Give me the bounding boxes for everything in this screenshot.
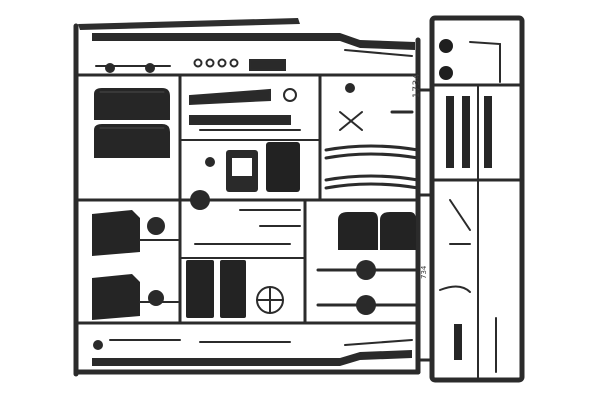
top-small-parts — [95, 58, 286, 73]
seat-cushions — [338, 212, 416, 250]
fender-lower — [94, 124, 170, 158]
door-panels — [186, 209, 301, 318]
right-inner-parts — [439, 39, 501, 373]
chassis-rail-bottom — [92, 339, 413, 366]
seat-parts — [190, 142, 300, 210]
steering-wheel — [256, 286, 284, 314]
bottom-small-parts — [93, 339, 291, 350]
sprue-part-code-small: 734 — [420, 265, 428, 279]
fender-upper — [94, 88, 170, 120]
chassis-rail-top — [92, 33, 415, 57]
engine-block-upper — [92, 210, 179, 256]
left-sprue-frame — [73, 18, 421, 377]
leaf-springs — [324, 83, 420, 190]
running-board-parts — [189, 88, 301, 131]
axles — [316, 260, 471, 315]
sprue-part-code: 1734 — [412, 73, 422, 99]
engine-block-lower — [92, 274, 179, 320]
right-sprue-frame — [416, 15, 525, 383]
